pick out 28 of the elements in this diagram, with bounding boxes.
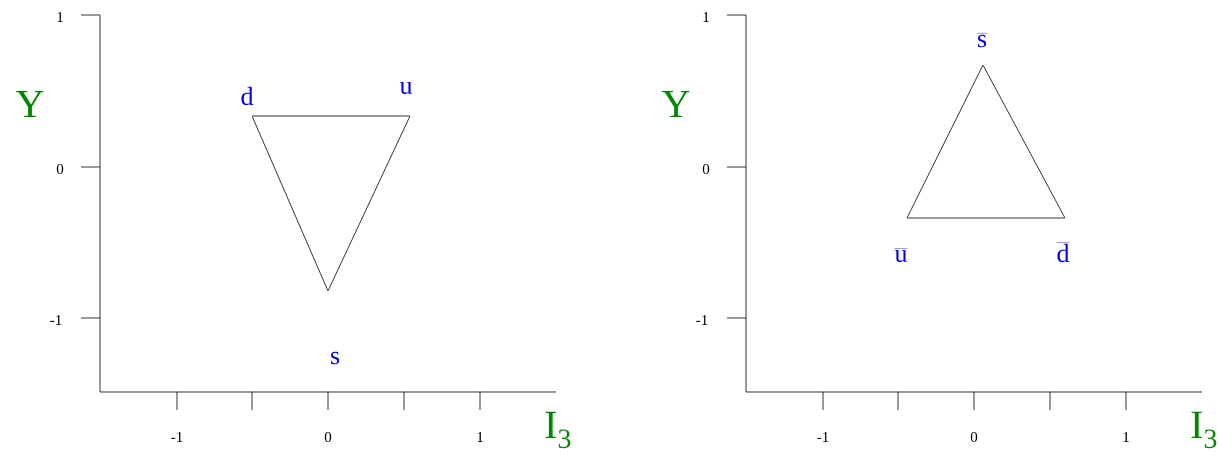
tick-label: -1 bbox=[50, 315, 62, 325]
tick-label: 1 bbox=[1123, 432, 1129, 442]
vertex: d bbox=[241, 86, 254, 106]
tick-label: 0 bbox=[56, 163, 64, 175]
triangle-side bbox=[327, 115, 411, 292]
axis-label: I$_{3}$ bbox=[545, 411, 571, 449]
axis-label: Y bbox=[662, 90, 690, 118]
triangle-side bbox=[251, 115, 329, 292]
tick-label: 0 bbox=[702, 163, 710, 175]
vertex: $\overline{\mathrm{s}}$ bbox=[976, 33, 988, 48]
tick-label: -1 bbox=[696, 315, 708, 325]
tick-label: 1 bbox=[477, 432, 483, 442]
tick-label: -1 bbox=[171, 432, 183, 442]
triangle-side bbox=[251, 115, 411, 117]
tick-label: 1 bbox=[57, 12, 63, 22]
tick-label: 0 bbox=[324, 431, 332, 443]
vertex: $\overline{\mathrm{d}}$ bbox=[1056, 242, 1070, 263]
axis-label: I$_{3}$ bbox=[1191, 411, 1217, 449]
vertex: s bbox=[331, 351, 340, 365]
triangle-side bbox=[982, 64, 1066, 219]
vertex: u bbox=[399, 81, 413, 95]
tick-label: 0 bbox=[970, 431, 978, 443]
triangle-side bbox=[906, 217, 1066, 219]
tick-label: 1 bbox=[703, 12, 709, 22]
tick-label: -1 bbox=[817, 432, 829, 442]
triangle-side bbox=[906, 64, 984, 219]
axis-label: Y bbox=[16, 90, 44, 118]
vertex: $\overline{\mathrm{u}}$ bbox=[894, 248, 908, 263]
